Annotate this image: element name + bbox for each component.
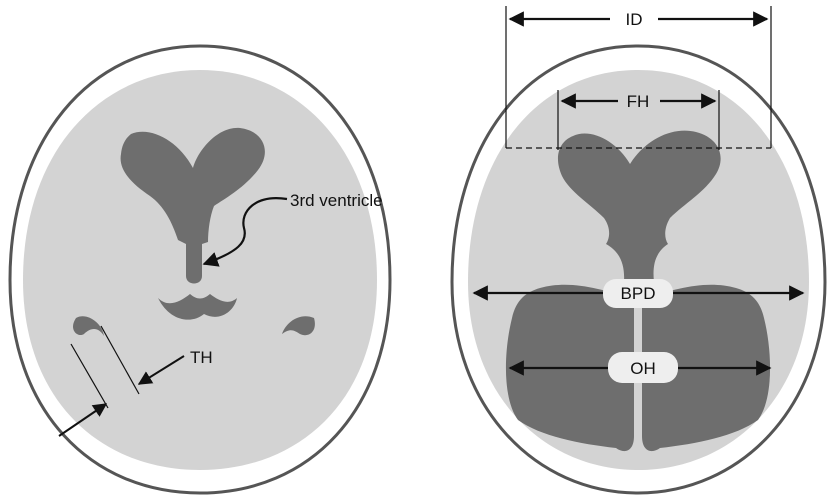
left-head: 3rd ventricle TH [8, 44, 392, 495]
th-label: TH [190, 348, 213, 367]
th-line-outer [100, 325, 140, 395]
left-temporal-horn-left [73, 316, 104, 336]
th-arrow-inner [58, 403, 108, 437]
left-temporal-horn-right [282, 316, 315, 336]
bpd-label: BPD [621, 284, 656, 303]
third-ventricle-pointer [202, 197, 288, 267]
right-frontal-horns [557, 130, 721, 282]
oh-label: OH [630, 359, 656, 378]
left-small-ventricle [158, 294, 237, 320]
left-frontal-ventricle [120, 127, 265, 284]
th-line-inner [70, 343, 109, 409]
third-ventricle-label: 3rd ventricle [290, 191, 383, 210]
right-head: ID FH BPD OH [450, 6, 827, 495]
fh-label: FH [627, 92, 650, 111]
bpd-label-pill [603, 279, 673, 308]
th-arrow-outer [137, 355, 185, 385]
oh-label-pill [608, 352, 678, 383]
id-label: ID [626, 10, 643, 29]
